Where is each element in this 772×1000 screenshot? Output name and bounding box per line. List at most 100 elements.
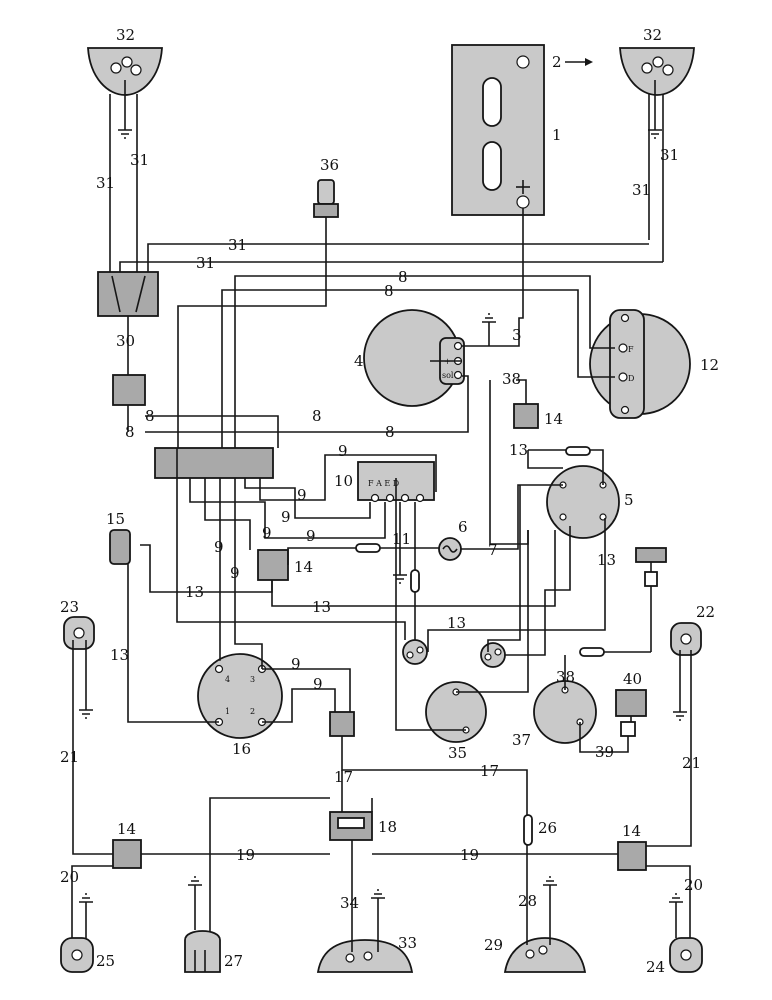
- label-19-b: 19: [460, 846, 479, 864]
- main-switch: [546, 465, 620, 539]
- label-9-g: 9: [230, 564, 240, 582]
- rear-lamp-25: [60, 937, 94, 973]
- label-25: 25: [96, 952, 115, 970]
- connector-14-top: [513, 403, 539, 429]
- label-12: 12: [700, 356, 719, 374]
- fuse-holder-26: [523, 814, 533, 846]
- label-35: 35: [448, 744, 467, 762]
- label-14-top: 14: [544, 410, 563, 428]
- label-8-b: 8: [384, 282, 394, 300]
- label-32-right: 32: [643, 26, 662, 44]
- label-31-b: 31: [130, 151, 149, 169]
- label-13-d: 13: [312, 598, 331, 616]
- connector-14-right: [617, 841, 647, 871]
- regulator-terminals: F A E D: [368, 479, 399, 488]
- label-9-a: 9: [338, 442, 348, 460]
- label-28: 28: [518, 892, 537, 910]
- switch-terminal-4: 4: [225, 675, 230, 684]
- label-37: 37: [512, 731, 531, 749]
- number-plate-lamp-33: [316, 939, 414, 973]
- label-6: 6: [458, 518, 468, 536]
- connector-27: [184, 930, 221, 973]
- fuse-holder-right: [579, 647, 605, 657]
- label-9-f: 9: [214, 538, 224, 556]
- distributor-37: [533, 680, 597, 744]
- relay-18: [329, 811, 373, 841]
- switch-small-left: [402, 639, 428, 665]
- junction-block: [154, 447, 274, 479]
- switch-small-right: [480, 642, 506, 668]
- label-1: 1: [552, 126, 562, 144]
- fuse-holder-7: [355, 543, 381, 553]
- battery: [451, 44, 545, 216]
- starter-sol-terminal: sol: [442, 371, 454, 380]
- label-9-e: 9: [306, 527, 316, 545]
- starter-motor: [363, 309, 465, 407]
- label-13-e: 13: [447, 614, 466, 632]
- light-switch: [197, 653, 283, 739]
- label-31-f: 31: [196, 254, 215, 272]
- switch-terminal-2: 2: [250, 707, 255, 716]
- label-24: 24: [646, 958, 665, 976]
- flasher-unit: [329, 711, 355, 737]
- label-14-mid: 14: [294, 558, 313, 576]
- label-8-e: 8: [125, 423, 135, 441]
- dynamo-terminal-d: D: [628, 374, 634, 383]
- label-8-d: 8: [312, 407, 322, 425]
- label-9-d: 9: [262, 524, 272, 542]
- fuse-holder-11: [410, 569, 420, 593]
- label-10: 10: [334, 472, 353, 490]
- horn-push: [313, 179, 339, 218]
- fuse-holder-13: [565, 446, 591, 456]
- label-13-c: 13: [185, 583, 204, 601]
- dynamo: [589, 309, 691, 419]
- label-11: 11: [392, 530, 411, 548]
- label-8-f: 8: [385, 423, 395, 441]
- earth-symbols: [79, 129, 687, 903]
- label-13-f: 13: [110, 646, 129, 664]
- label-27: 27: [224, 952, 243, 970]
- side-lamp-22: [670, 622, 702, 656]
- headlamp-right: [619, 47, 695, 96]
- label-23: 23: [60, 598, 79, 616]
- label-32-left: 32: [116, 26, 135, 44]
- label-9-b: 9: [297, 486, 307, 504]
- label-18: 18: [378, 818, 397, 836]
- battery-terminal-arrow: [565, 58, 593, 66]
- coil-35: [425, 681, 487, 743]
- panel-lamp-15: [109, 529, 131, 565]
- label-33: 33: [398, 934, 417, 952]
- label-17-a: 17: [334, 768, 353, 786]
- label-2: 2: [552, 53, 562, 71]
- switch-terminal-1: 1: [225, 707, 230, 716]
- label-21-left: 21: [60, 748, 79, 766]
- label-4: 4: [354, 352, 364, 370]
- label-16: 16: [232, 740, 251, 758]
- dynamo-terminal-f: F: [628, 345, 634, 354]
- label-31-d: 31: [632, 181, 651, 199]
- label-7: 7: [488, 541, 498, 559]
- label-8-a: 8: [398, 268, 408, 286]
- starter-plus-terminal: +: [444, 357, 451, 366]
- label-9-h: 9: [291, 655, 301, 673]
- label-36: 36: [320, 156, 339, 174]
- connector-30: [112, 374, 146, 406]
- label-5: 5: [624, 491, 634, 509]
- label-29: 29: [484, 936, 503, 954]
- warning-light: [438, 537, 462, 561]
- label-3: 3: [512, 326, 522, 344]
- component-40: [615, 689, 647, 717]
- label-17-b: 17: [480, 762, 499, 780]
- label-20-right: 20: [684, 876, 703, 894]
- label-39: 39: [595, 743, 614, 761]
- label-30: 30: [116, 332, 135, 350]
- label-13-b: 13: [597, 551, 616, 569]
- label-31-e: 31: [228, 236, 247, 254]
- label-13-a: 13: [509, 441, 528, 459]
- dip-switch: [97, 271, 159, 317]
- label-8-c: 8: [145, 407, 155, 425]
- wiring: [71, 80, 692, 952]
- label-14-right: 14: [622, 822, 641, 840]
- label-38: 38: [556, 668, 575, 686]
